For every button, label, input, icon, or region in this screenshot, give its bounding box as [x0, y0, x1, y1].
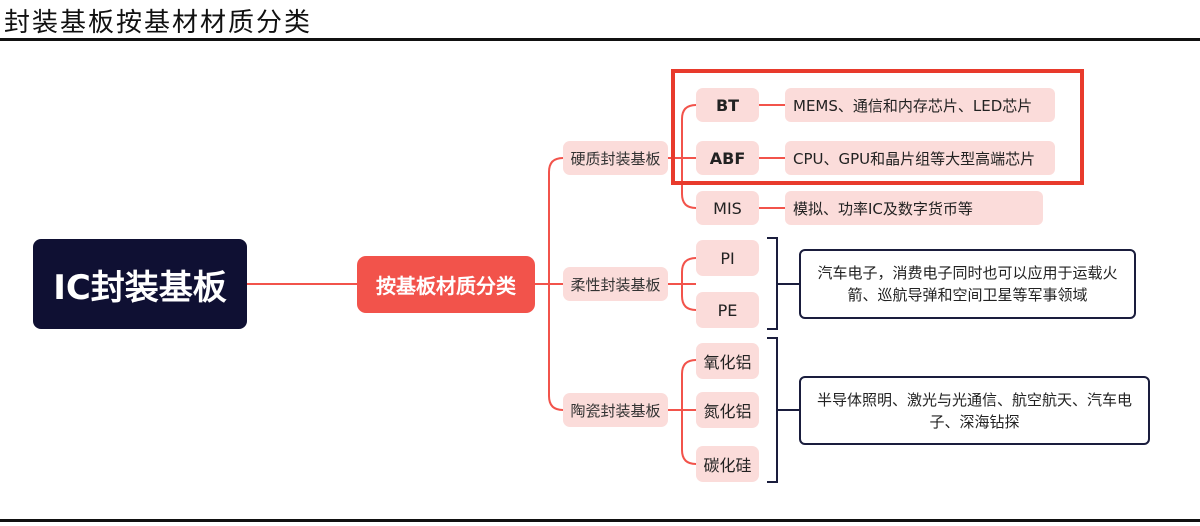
category-flexible-substrate: 柔性封装基板: [563, 267, 668, 301]
category-hard-substrate: 硬质封装基板: [563, 141, 668, 175]
category-ceramic-substrate: 陶瓷封装基板: [563, 393, 668, 427]
bottom-divider: [0, 519, 1200, 522]
leaf-silicon-carbide: 碳化硅: [696, 446, 759, 482]
top-divider: [0, 38, 1200, 41]
abf-application: CPU、GPU和晶片组等大型高端芯片: [785, 141, 1055, 175]
leaf-aluminum-nitride: 氮化铝: [696, 392, 759, 428]
page-title: 封装基板按基材材质分类: [4, 8, 313, 38]
ceramic-application-note: 半导体照明、激光与光通信、航空航天、汽车电子、深海钻探: [799, 376, 1150, 445]
root-node: IC封装基板: [33, 239, 247, 329]
leaf-mis: MIS: [696, 191, 759, 225]
leaf-alumina: 氧化铝: [696, 343, 759, 379]
mis-application: 模拟、功率IC及数字货币等: [785, 191, 1043, 225]
leaf-bt: BT: [696, 88, 759, 122]
leaf-abf: ABF: [696, 141, 759, 175]
leaf-pe: PE: [696, 292, 759, 328]
bt-application: MEMS、通信和内存芯片、LED芯片: [785, 88, 1055, 122]
leaf-pi: PI: [696, 240, 759, 276]
flexible-application-note: 汽车电子，消费电子同时也可以应用于运载火箭、巡航导弹和空间卫星等军事领域: [799, 249, 1136, 319]
classification-node: 按基板材质分类: [357, 256, 535, 313]
highlight-box: [671, 69, 1084, 185]
